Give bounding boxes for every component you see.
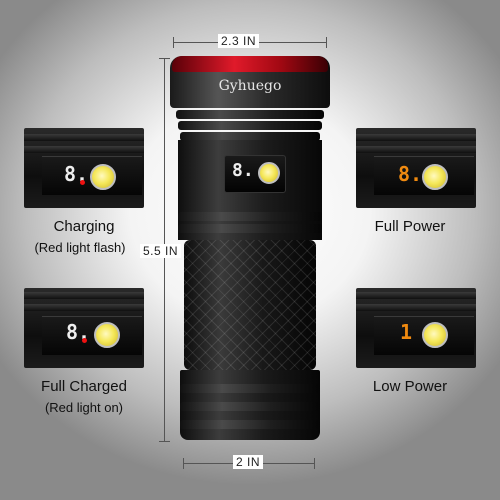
- inset-charging: 8.: [24, 128, 144, 208]
- flashlight-body: 8.: [178, 140, 322, 240]
- brand-label: Gyhuego: [218, 78, 282, 94]
- inset-rib: [356, 146, 476, 153]
- flashlight-rib: [180, 384, 320, 393]
- flashlight-rib: [180, 420, 320, 429]
- height-label: 5.5 IN: [140, 244, 182, 258]
- inset-rib: [24, 292, 144, 299]
- red-indicator-dot: [80, 180, 85, 185]
- flashlight-rib: [180, 132, 320, 141]
- inset-full-power: 8.: [356, 128, 476, 208]
- inset-digit: 1: [400, 320, 413, 344]
- flashlight-rib: [178, 224, 322, 233]
- inset-rib: [24, 134, 144, 141]
- flashlight-red-bezel: [172, 56, 328, 72]
- inset-full-charged: 8.: [24, 288, 144, 368]
- caption-low-power: Low Power: [372, 378, 448, 395]
- top-width-label: 2.3 IN: [218, 34, 260, 48]
- inset-panel: [374, 156, 474, 195]
- flashlight-tail: [180, 370, 320, 440]
- caption-full-power: Full Power: [374, 218, 446, 235]
- flashlight-rib: [180, 402, 320, 411]
- main-power-button: [258, 162, 280, 184]
- power-button: [422, 164, 448, 190]
- inset-rib: [24, 146, 144, 153]
- flashlight-rib: [178, 212, 322, 221]
- subcaption-full-charged: (Red light on): [44, 400, 124, 415]
- caption-charging: Charging: [53, 218, 115, 235]
- power-button: [422, 322, 448, 348]
- inset-low-power: 1: [356, 288, 476, 368]
- inset-rib: [356, 134, 476, 141]
- main-display-digit: 8.: [232, 160, 254, 181]
- flashlight-rib: [176, 110, 324, 119]
- caption-full-charged: Full Charged: [41, 378, 127, 395]
- flashlight-rib: [178, 121, 322, 130]
- subcaption-charging: (Red light flash): [34, 240, 126, 255]
- power-button: [90, 164, 116, 190]
- red-indicator-dot: [82, 338, 87, 343]
- inset-panel: [42, 316, 142, 355]
- inset-rib: [24, 304, 144, 311]
- flashlight-grip: [184, 240, 316, 370]
- bottom-width-label: 2 IN: [233, 455, 264, 469]
- inset-digit: 8.: [398, 162, 423, 186]
- power-button: [94, 322, 120, 348]
- inset-rib: [356, 292, 476, 299]
- inset-rib: [356, 304, 476, 311]
